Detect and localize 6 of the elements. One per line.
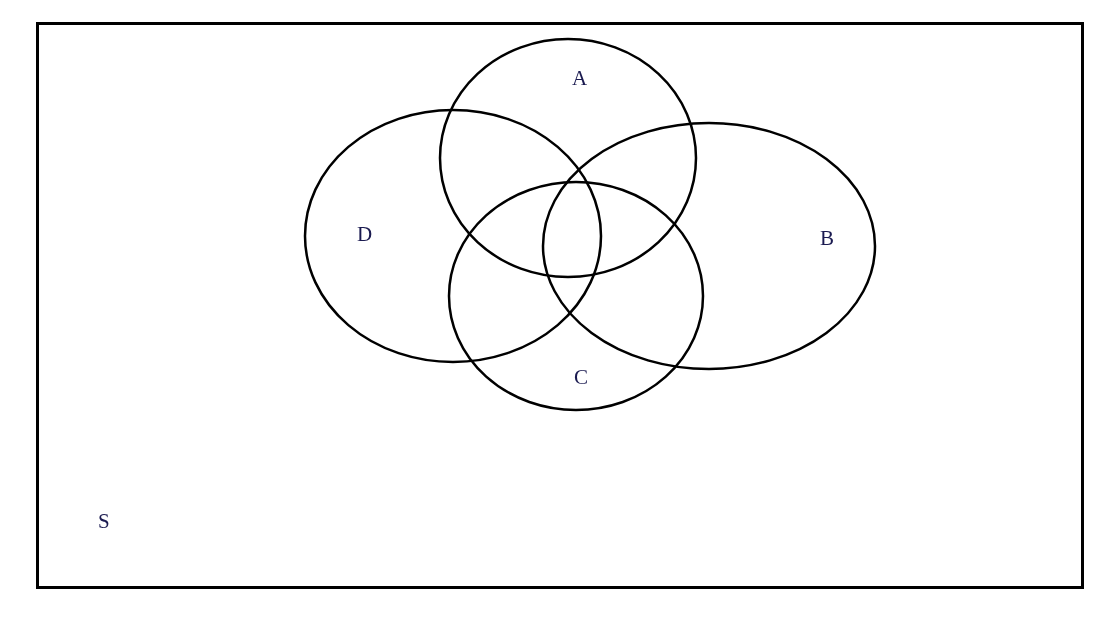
set-label: B — [820, 228, 834, 249]
set-label: D — [357, 224, 373, 245]
set-label: C — [574, 367, 588, 388]
universe-label: S — [98, 511, 110, 532]
set-label: A — [572, 68, 588, 89]
universe-rectangle — [36, 22, 1084, 589]
